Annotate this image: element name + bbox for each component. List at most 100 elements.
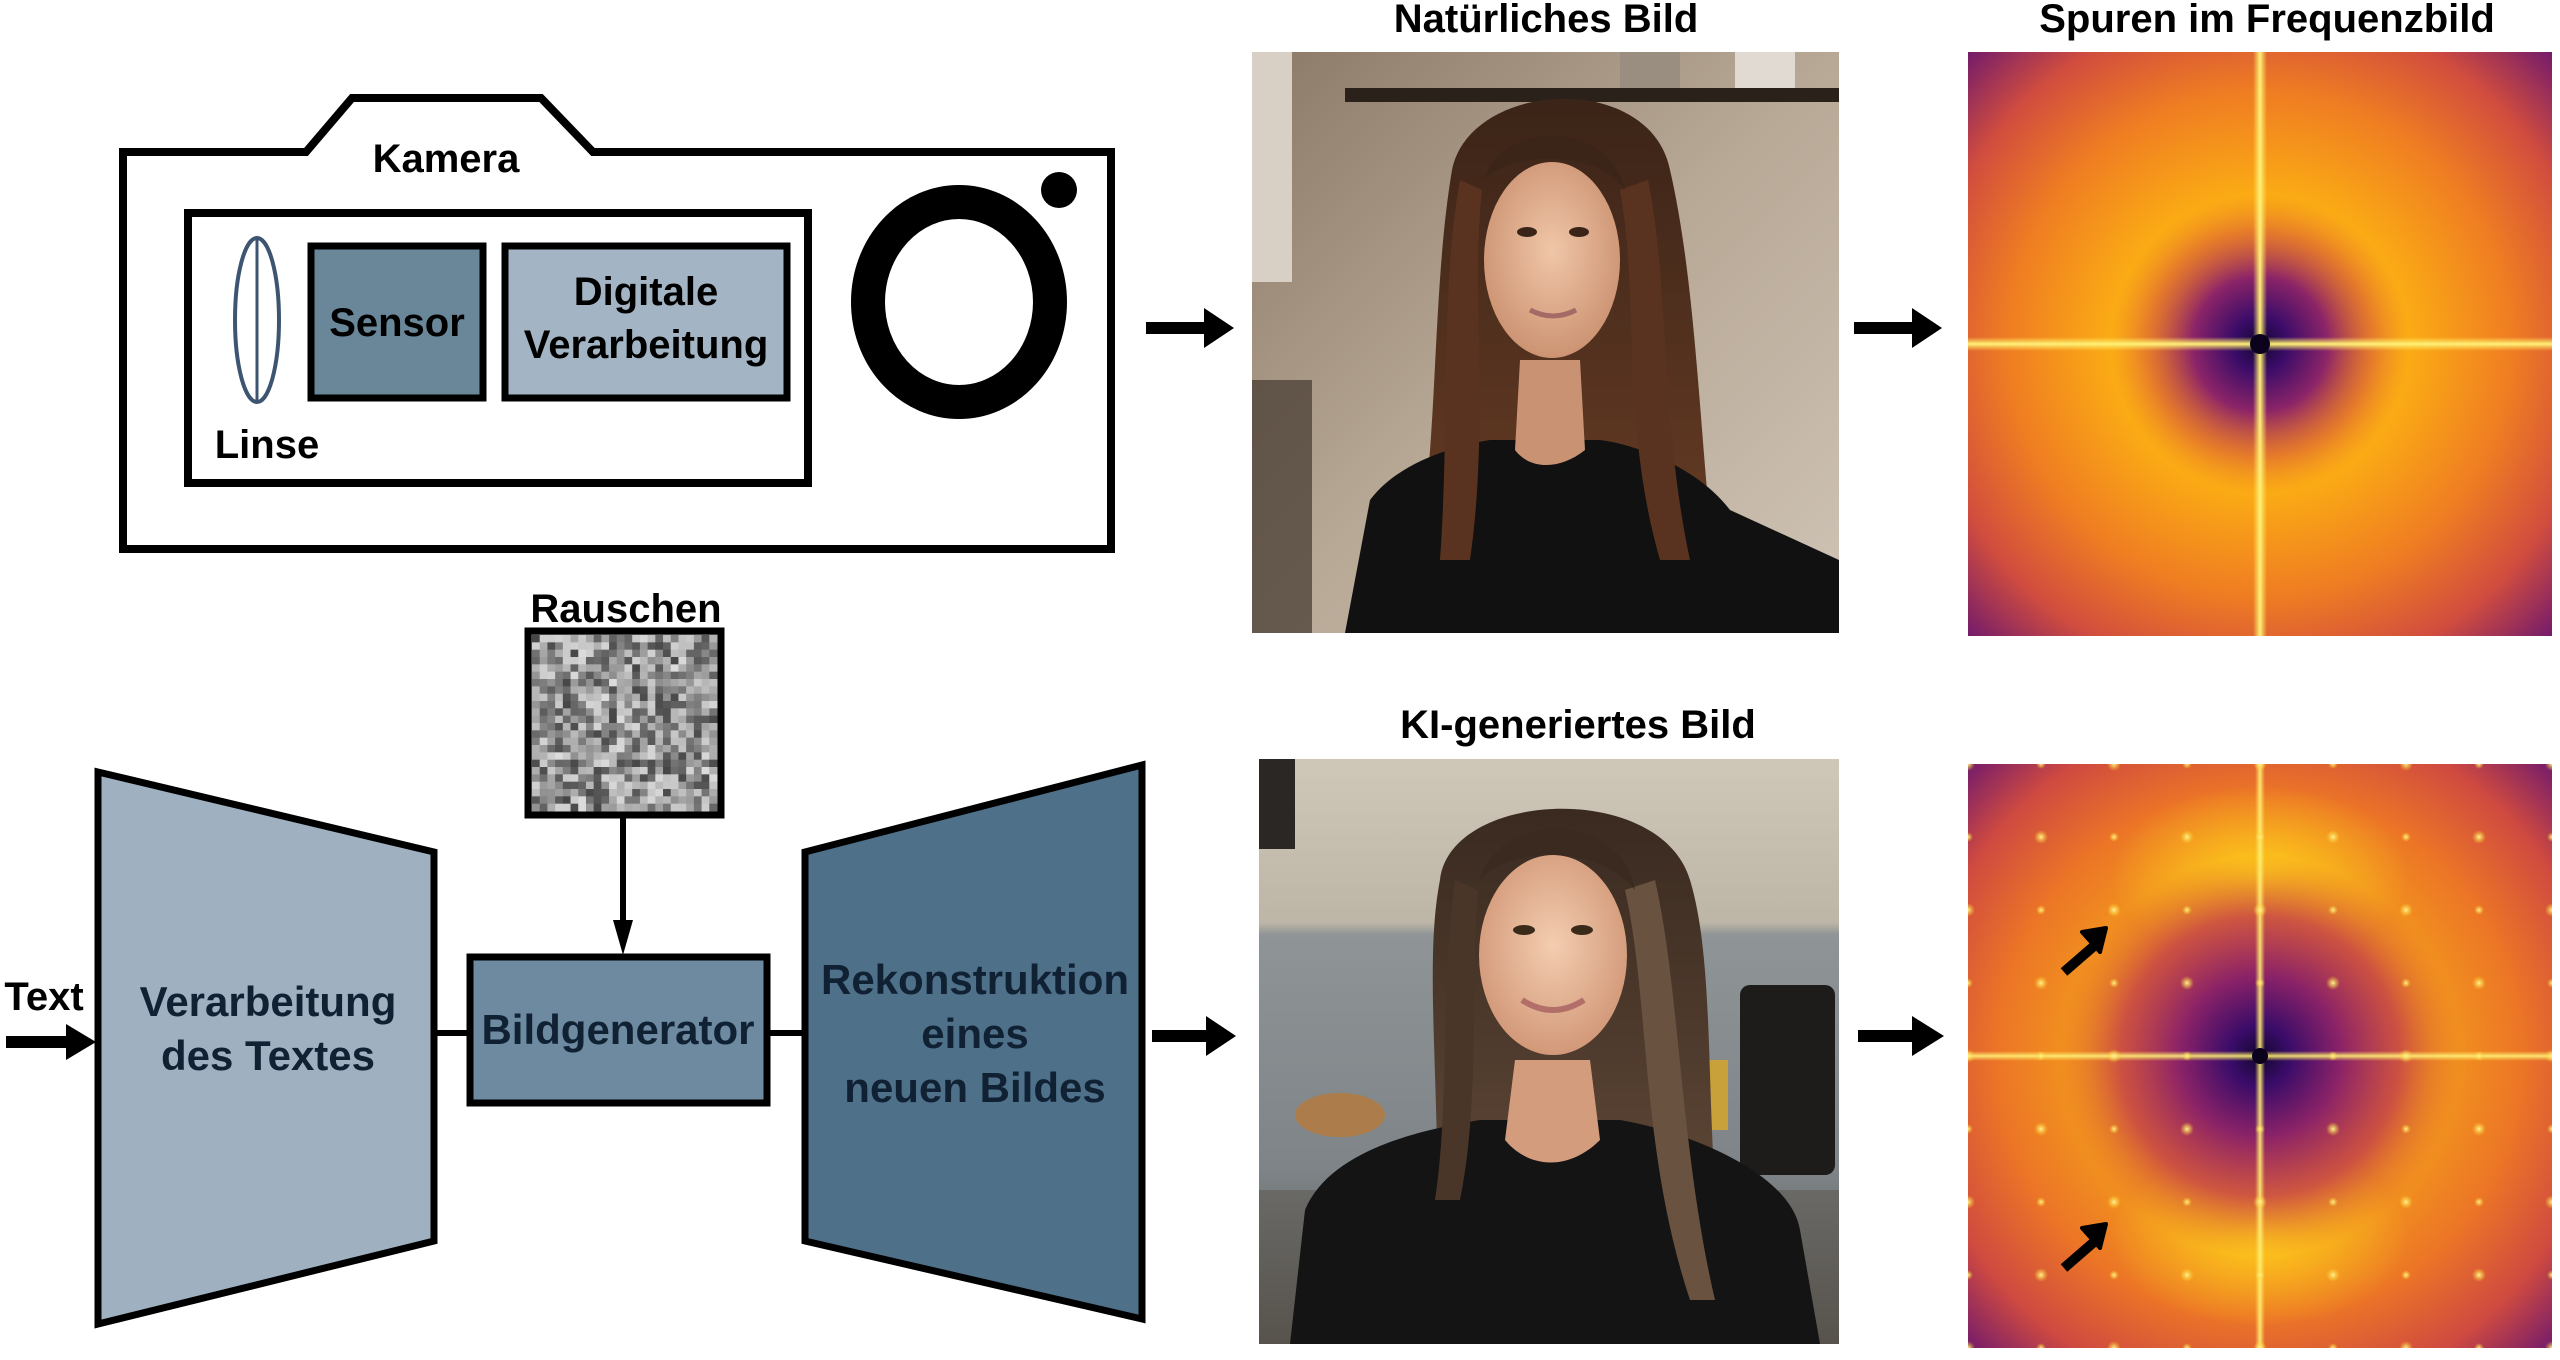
noise-cell: [624, 745, 633, 753]
noise-cell: [670, 767, 679, 775]
noise-cell: [570, 664, 579, 673]
noise-cell: [539, 752, 548, 761]
noise-cell: [609, 759, 618, 768]
noise-cell: [570, 686, 579, 695]
noise-cell: [547, 686, 556, 695]
noise-cell: [647, 767, 656, 775]
noise-cell: [609, 752, 618, 761]
noise-cell: [639, 737, 649, 746]
spectral-peak: [2328, 1197, 2338, 1207]
noise-cell: [562, 701, 572, 709]
text-input-label: Text: [4, 975, 83, 1019]
noise-cell: [670, 803, 679, 812]
noise-cell: [632, 635, 641, 643]
noise-cell: [632, 730, 641, 739]
noise-cell: [547, 767, 556, 775]
noise-cell: [539, 796, 548, 805]
noise-cell: [632, 679, 641, 687]
noise-cell: [709, 679, 718, 687]
noise-cell: [547, 664, 556, 673]
noise-cell: [601, 730, 610, 739]
noise-cell: [709, 730, 718, 739]
noise-cell: [601, 752, 610, 761]
noise-cell: [686, 759, 695, 768]
noise-cell: [709, 671, 718, 680]
noise-cell: [670, 715, 679, 724]
noise-cell: [570, 745, 579, 753]
noise-cell: [655, 796, 664, 805]
noise-cell: [539, 715, 548, 724]
noise-cell: [624, 730, 633, 739]
spectral-peak: [2545, 1049, 2552, 1063]
noise-cell: [639, 635, 649, 643]
noise-cell: [593, 737, 602, 746]
noise-cell: [693, 730, 703, 739]
noise-cell: [663, 730, 672, 739]
spectral-peak: [2326, 1268, 2340, 1282]
noise-cell: [532, 803, 541, 812]
noise-cell: [555, 803, 564, 812]
noise-cell: [647, 789, 656, 797]
noise-cell: [632, 789, 641, 797]
noise-cell: [670, 671, 679, 680]
noise-cell: [562, 752, 572, 761]
noise-cell: [593, 723, 602, 731]
noise-cell: [562, 708, 572, 717]
noise-cell: [539, 767, 548, 775]
spectral-peak: [2182, 764, 2192, 769]
noise-cell: [639, 723, 649, 731]
noise-cell: [585, 642, 595, 651]
noise-cell: [547, 730, 556, 739]
spectral-peak: [2401, 978, 2411, 988]
spectral-peak: [2255, 1270, 2265, 1280]
noise-cell: [532, 642, 541, 651]
noise-cell: [578, 701, 587, 709]
noise-cell: [701, 752, 710, 761]
noise-label: Rauschen: [530, 587, 721, 631]
noise-cell: [616, 767, 625, 775]
noise-cell: [562, 693, 572, 702]
noise-cell: [532, 737, 541, 746]
noise-cell: [585, 671, 595, 680]
noise-cell: [655, 759, 664, 768]
noise-cell: [663, 781, 672, 790]
noise-cell: [663, 774, 672, 783]
noise-cell: [655, 723, 664, 731]
noise-cell: [693, 693, 703, 702]
noise-cell: [647, 774, 656, 783]
noise-cell: [593, 671, 602, 680]
noise-cell: [693, 745, 703, 753]
noise-cell: [632, 781, 641, 790]
noise-cell: [678, 664, 687, 673]
noise-cell: [547, 693, 556, 702]
spectral-peak: [2472, 830, 2486, 844]
noise-cell: [709, 708, 718, 717]
noise-cell: [570, 803, 579, 812]
noise-cell: [647, 649, 656, 658]
noise-cell: [701, 774, 710, 783]
noise-cell: [532, 781, 541, 790]
noise-cell: [609, 693, 618, 702]
noise-cell: [578, 715, 587, 724]
noise-cell: [670, 796, 679, 805]
noise-cell: [616, 649, 625, 658]
spectral-peak-grid: [1968, 764, 2552, 1348]
noise-cell: [693, 708, 703, 717]
noise-cell: [709, 796, 718, 805]
noise-cell: [539, 730, 548, 739]
noise-cell: [532, 671, 541, 680]
noise-cell: [693, 767, 703, 775]
noise-cell: [632, 774, 641, 783]
noise-cell: [616, 789, 625, 797]
noise-cell: [701, 723, 710, 731]
noise-cell: [632, 708, 641, 717]
noise-cell: [709, 803, 718, 812]
noise-cell: [593, 803, 602, 812]
noise-cell: [647, 715, 656, 724]
noise-cell: [624, 759, 633, 768]
noise-cell: [578, 642, 587, 651]
noise-cell: [532, 708, 541, 717]
noise-cell: [593, 686, 602, 695]
camera-lens-ring-icon: [851, 185, 1067, 419]
noise-cell: [624, 708, 633, 717]
